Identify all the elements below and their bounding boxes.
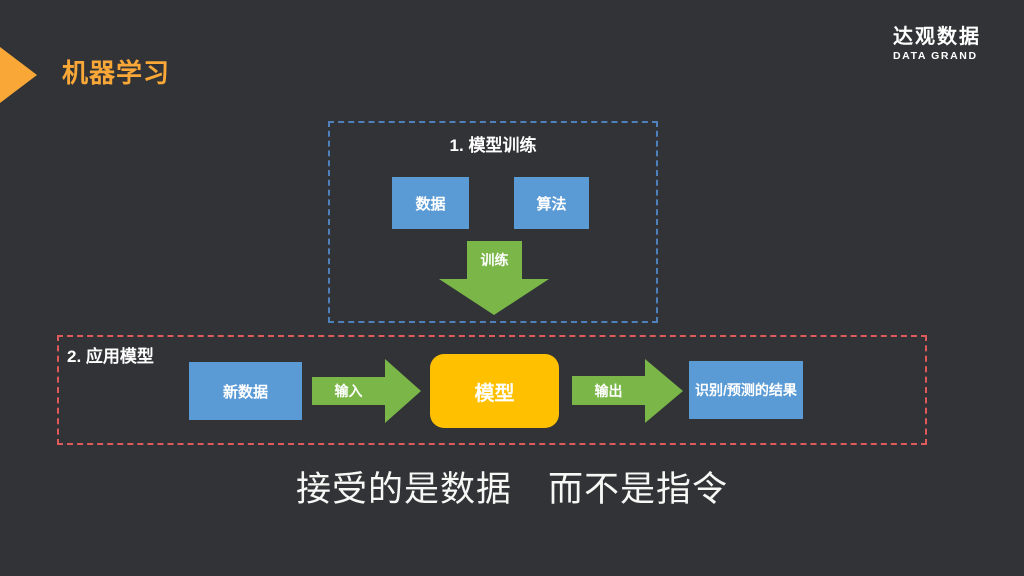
page-title: 机器学习 (62, 58, 171, 88)
brand-logo-chinese: 达观数据 (893, 26, 981, 48)
data-node: 数据 (392, 177, 469, 229)
brand-logo-english: DATA GRAND (893, 50, 978, 62)
training-section-title: 1. 模型训练 (449, 136, 537, 155)
input-arrow: 输入 (312, 377, 385, 405)
input-arrow-head-icon (385, 359, 421, 423)
footer-statement: 接受的是数据 而不是指令 (295, 470, 728, 509)
output-arrow: 输出 (572, 376, 645, 405)
output-arrow-head-icon (645, 359, 683, 423)
algorithm-node: 算法 (514, 177, 589, 229)
training-section-box: 1. 模型训练 数据 算法 训练 (328, 121, 658, 323)
train-arrow-head-icon (439, 279, 549, 315)
model-node: 模型 (430, 354, 559, 428)
brand-logo: 达观数据 DATA GRAND (893, 27, 981, 62)
train-arrow: 训练 (467, 241, 522, 279)
result-node: 识别/预测的结果 (689, 361, 803, 419)
accent-triangle-icon (0, 47, 37, 103)
apply-section-title: 2. 应用模型 (67, 347, 154, 366)
apply-section-box: 2. 应用模型 新数据 输入 模型 输出 识别/预测的结果 (57, 335, 927, 445)
new-data-node: 新数据 (189, 362, 302, 420)
